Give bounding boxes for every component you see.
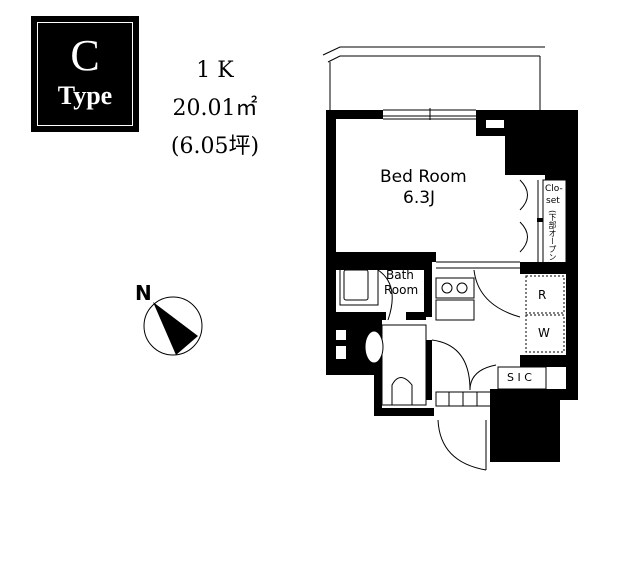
balcony	[322, 46, 545, 110]
north-label: N	[135, 281, 152, 305]
closet-label-1: Clo-	[545, 184, 563, 194]
type-badge-border	[37, 22, 133, 126]
type-letter: C	[70, 31, 100, 80]
bedroom-size: 6.3J	[403, 188, 436, 208]
closet-label-2: set	[546, 196, 560, 206]
area-m2: 20.01㎡	[172, 96, 258, 121]
bedroom-name: Bed Room	[380, 167, 467, 187]
type-label: Type	[57, 81, 113, 110]
area-tsubo: (6.05坪)	[170, 134, 260, 159]
bath-label-2: Room	[384, 283, 419, 297]
fridge-label: R	[538, 288, 547, 302]
type-badge: C Type	[31, 16, 139, 132]
layout-label: 1 K	[196, 58, 234, 83]
washer-label: W	[538, 326, 550, 340]
closet-note: (下部オープン)	[548, 210, 557, 265]
unit-info: 1 K 20.01㎡ (6.05坪)	[150, 52, 280, 166]
sic-label: S I C	[507, 371, 532, 384]
bath-label-1: Bath	[386, 268, 414, 282]
